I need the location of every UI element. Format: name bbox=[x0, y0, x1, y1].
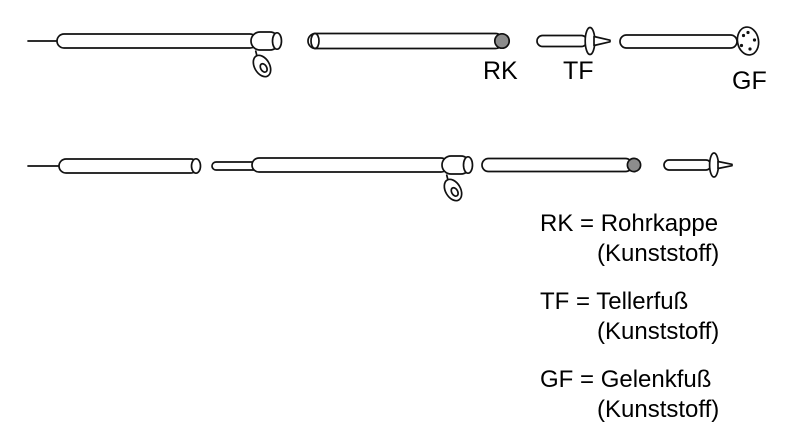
gelenkfuss-part-upper bbox=[619, 26, 760, 56]
legend-item-tf: TF = Tellerfuß (Kunststoff) bbox=[540, 287, 719, 347]
label-gelenkfuss: GF bbox=[732, 67, 767, 95]
legend-equals: = bbox=[580, 210, 595, 237]
label-rohrkappe: RK bbox=[483, 57, 518, 85]
pole-lower-with-rohrkappe bbox=[481, 157, 642, 173]
rohrkappe-cap bbox=[493, 32, 511, 50]
legend-term: Rohrkappe bbox=[600, 210, 719, 237]
tube-open-end bbox=[271, 31, 283, 51]
legend-material: (Kunststoff) bbox=[597, 396, 720, 423]
legend-abbr: GF bbox=[540, 366, 574, 393]
legend-line-tf: TF = Tellerfuß bbox=[540, 287, 719, 317]
legend-item-rk: RK = Rohrkappe (Kunststoff) bbox=[540, 209, 719, 269]
rohrkappe-cap bbox=[626, 157, 642, 173]
pole-tube bbox=[663, 159, 712, 171]
pole-upper-main-with-clamp bbox=[27, 31, 283, 81]
toggle-clamp-icon bbox=[246, 47, 276, 81]
legend-material: (Kunststoff) bbox=[597, 240, 720, 267]
teller-disc bbox=[708, 152, 720, 178]
gelenk-disc bbox=[736, 26, 760, 56]
legend-term: Tellerfuß bbox=[596, 288, 689, 315]
label-tellerfuss: TF bbox=[563, 57, 594, 85]
legend-material: (Kunststoff) bbox=[597, 318, 720, 345]
tube-end-left bbox=[310, 32, 320, 50]
legend-equals: = bbox=[576, 288, 591, 315]
legend-equals: = bbox=[580, 366, 595, 393]
pole-lower-spike bbox=[27, 157, 202, 175]
tellerfuss-part-lower bbox=[663, 152, 733, 178]
gelenk-disc-holes bbox=[739, 30, 757, 51]
foot-tip bbox=[593, 35, 611, 47]
foot-tip bbox=[717, 160, 733, 170]
pole-tube bbox=[307, 32, 504, 50]
pole-tube bbox=[619, 34, 738, 49]
pole-tube bbox=[481, 157, 633, 173]
pole-upper-with-rohrkappe bbox=[307, 32, 511, 50]
legend-abbr: TF bbox=[540, 288, 570, 315]
legend-line-rk: RK = Rohrkappe bbox=[540, 209, 719, 239]
pole-lower-insert-with-clamp bbox=[211, 155, 474, 205]
tube-open-end bbox=[462, 155, 474, 175]
pole-tube bbox=[251, 157, 449, 173]
toggle-clamp-icon bbox=[437, 171, 467, 205]
pole-tube bbox=[58, 158, 199, 174]
pole-tube bbox=[536, 34, 588, 48]
legend: RK = Rohrkappe (Kunststoff) TF = Tellerf… bbox=[540, 209, 719, 425]
legend-abbr: RK bbox=[540, 210, 574, 237]
legend-item-gf: GF = Gelenkfuß (Kunststoff) bbox=[540, 365, 719, 425]
tube-open-end bbox=[190, 157, 202, 175]
pole-tube bbox=[56, 33, 258, 49]
legend-term: Gelenkfuß bbox=[600, 366, 712, 393]
tellerfuss-part-upper bbox=[536, 26, 611, 56]
legend-line-gf: GF = Gelenkfuß bbox=[540, 365, 719, 395]
